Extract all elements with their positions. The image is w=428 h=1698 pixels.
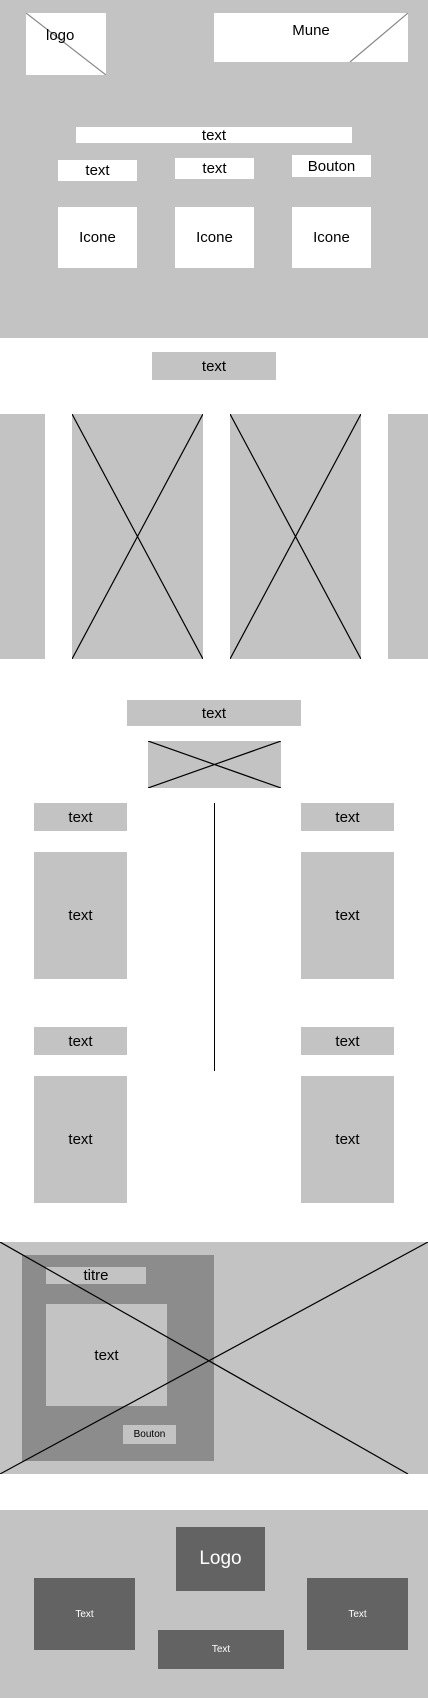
feature-left-2-body: text — [34, 1076, 127, 1203]
feature-left-2-title: text — [34, 1027, 127, 1055]
hero-section: titre text Bouton — [0, 1242, 428, 1474]
image-placeholder-icon — [349, 13, 408, 62]
feature-right-1-title: text — [301, 803, 394, 831]
hero-button[interactable]: Bouton — [123, 1425, 176, 1444]
feature-right-2-body: text — [301, 1076, 394, 1203]
footer-link-right[interactable]: Text — [307, 1578, 408, 1650]
footer-logo[interactable]: Logo — [176, 1527, 265, 1591]
feature-right-2-title: text — [301, 1027, 394, 1055]
hero-body: text — [46, 1304, 167, 1406]
image-placeholder-icon — [148, 741, 281, 788]
menu-label: Mune — [292, 22, 330, 39]
features-title: text — [127, 700, 301, 726]
header-button[interactable]: Bouton — [292, 155, 371, 177]
carousel-slide-left-edge[interactable] — [0, 414, 45, 659]
feature-right-1-body: text — [301, 852, 394, 979]
header-banner-text: text — [76, 127, 352, 144]
image-placeholder-icon — [230, 414, 361, 659]
header-item-1-label: text — [58, 160, 137, 181]
image-placeholder-icon — [26, 13, 106, 75]
image-placeholder-icon — [72, 414, 203, 659]
features-section: text text text text text text text text … — [0, 668, 428, 1242]
carousel-title: text — [152, 352, 276, 380]
menu-button[interactable]: Mune — [214, 13, 408, 62]
header-icon-3[interactable]: Icone — [292, 207, 371, 268]
logo-placeholder[interactable]: logo — [26, 13, 106, 75]
logo-text: logo — [46, 27, 75, 44]
footer-link-center[interactable]: Text — [158, 1630, 284, 1669]
carousel-section: text — [0, 338, 428, 668]
header-icon-1[interactable]: Icone — [58, 207, 137, 268]
features-divider — [214, 803, 215, 1071]
header-section: logo Mune text text text Bouton Icone Ic… — [0, 0, 428, 338]
footer-link-left[interactable]: Text — [34, 1578, 135, 1650]
image-placeholder-icon — [0, 1242, 428, 1474]
hero-title: titre — [46, 1267, 146, 1284]
feature-left-1-title: text — [34, 803, 127, 831]
header-icon-2[interactable]: Icone — [175, 207, 254, 268]
header-item-2-label: text — [175, 158, 254, 179]
carousel-slide-2[interactable] — [230, 414, 361, 659]
feature-left-1-body: text — [34, 852, 127, 979]
footer-section: Logo Text Text Text — [0, 1510, 428, 1698]
features-image-placeholder — [148, 741, 281, 788]
carousel-slide-1[interactable] — [72, 414, 203, 659]
carousel-slide-right-edge[interactable] — [388, 414, 428, 659]
